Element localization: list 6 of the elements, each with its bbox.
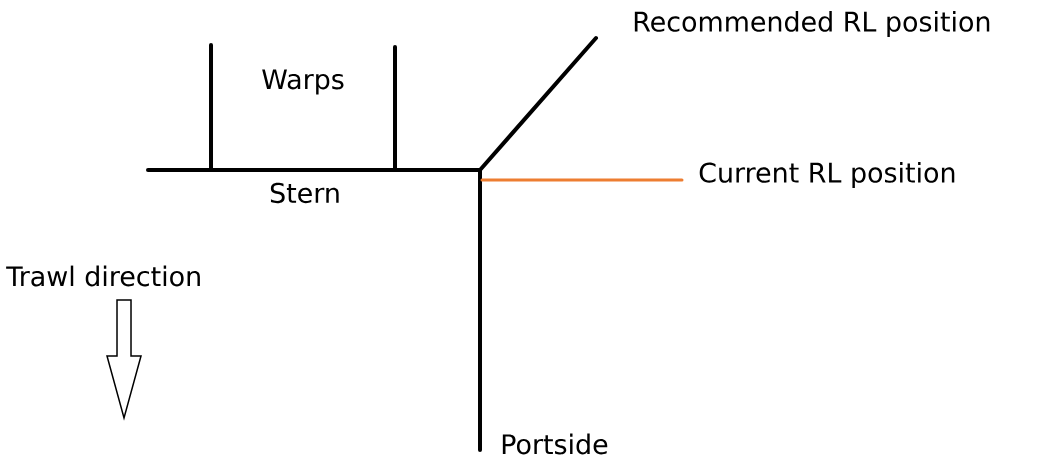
label: Portside: [502, 433, 608, 455]
label: Recommended RL position: [634, 11, 990, 37]
label: Warps: [262, 69, 344, 95]
label: Trawl direction: [6, 265, 200, 287]
label: Stern: [270, 182, 339, 204]
label: Current RL position: [699, 162, 955, 188]
